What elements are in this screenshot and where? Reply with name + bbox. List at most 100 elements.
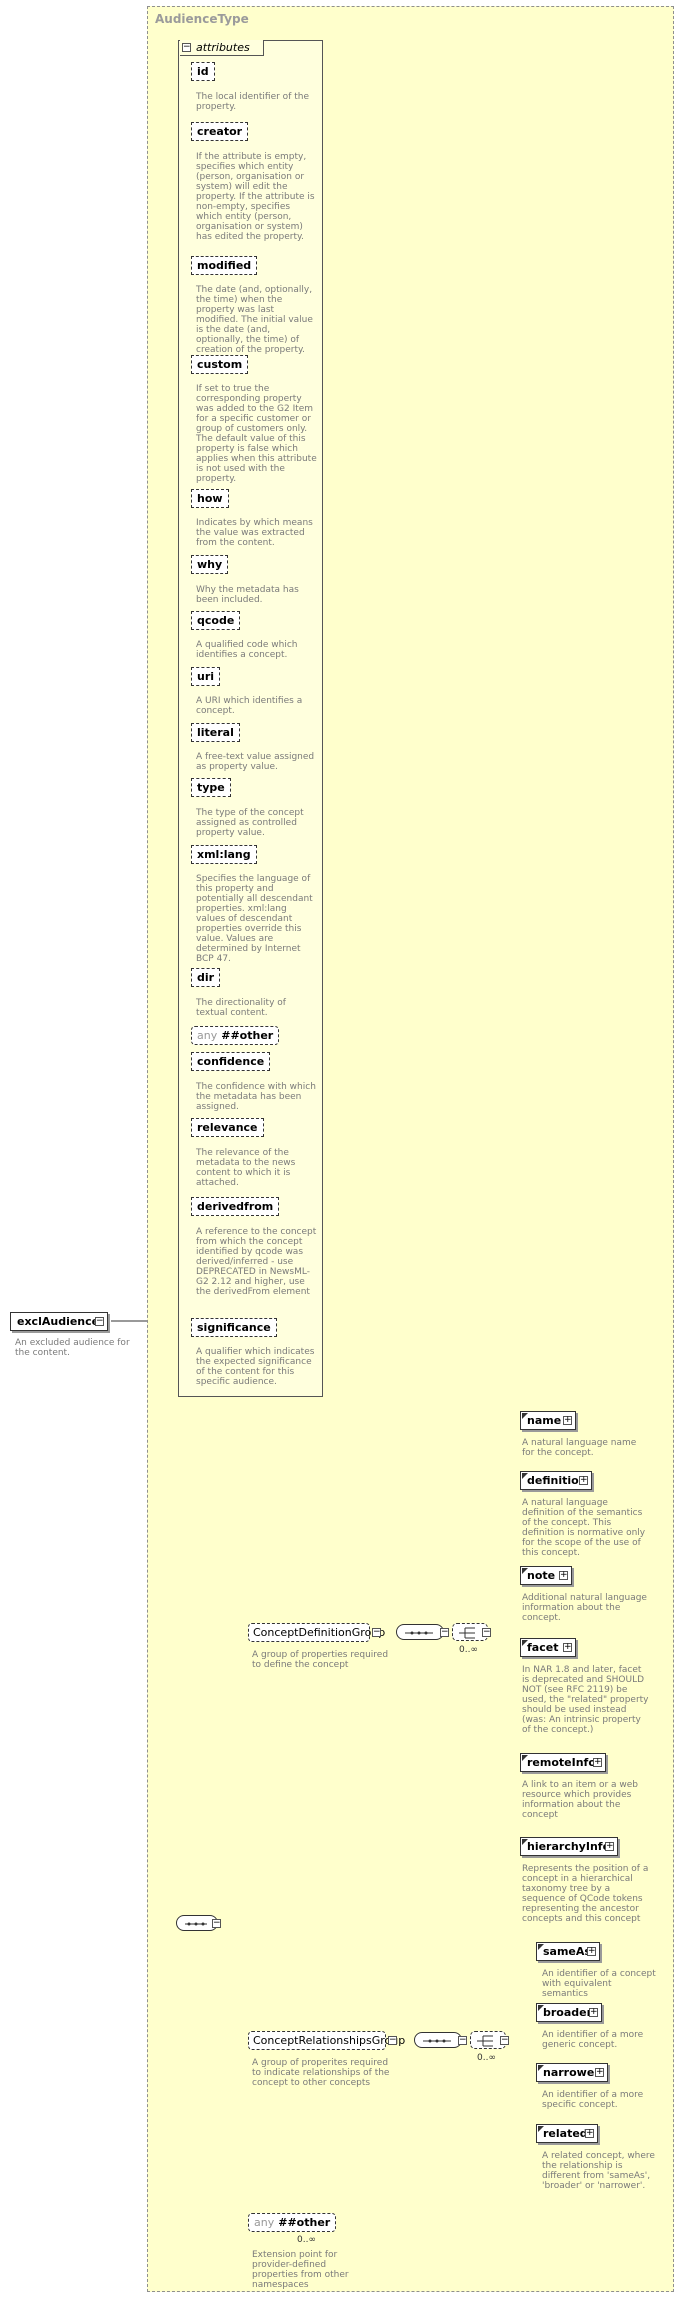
expand-icon[interactable]: + (563, 1642, 572, 1652)
definition-sequence-compositor[interactable] (396, 1624, 444, 1640)
element-box[interactable]: name+ (520, 1411, 576, 1430)
attribute-description: The confidence with which the metadata h… (196, 1082, 316, 1112)
attribute-name: qcode (197, 614, 235, 627)
concept-relationships-group-description: A group of properites required to indica… (252, 2058, 390, 2088)
attribute-box[interactable]: significance (191, 1318, 277, 1337)
attribute-name: derivedfrom (197, 1200, 274, 1213)
choice-expand-icon[interactable]: − (500, 2035, 509, 2045)
attribute-box[interactable]: custom (191, 355, 249, 374)
attribute-name: how (197, 492, 223, 505)
expand-icon[interactable]: − (372, 1627, 381, 1637)
element-description: A related concept, where the relationshi… (542, 2151, 655, 2191)
element-box[interactable]: note+ (520, 1566, 572, 1585)
attribute-box[interactable]: how (191, 489, 229, 508)
any-namespace: ##other (221, 1029, 274, 1042)
attribute-name: uri (197, 670, 215, 683)
element-name: note (527, 1569, 556, 1582)
attribute-description: A qualified code which identifies a conc… (196, 640, 298, 660)
attribute-box[interactable]: xml:lang (191, 845, 257, 864)
sequence-expand-icon[interactable]: − (212, 1918, 221, 1928)
attribute-description: A qualifier which indicates the expected… (196, 1347, 315, 1387)
any-other-occurs: 0..∞ (297, 2235, 316, 2245)
choice-expand-icon[interactable]: − (482, 1627, 491, 1637)
element-box[interactable]: facet+ (520, 1638, 576, 1657)
attribute-box[interactable]: qcode (191, 611, 241, 630)
concept-relationships-group-name: ConceptRelationshipsGroup (253, 2034, 406, 2047)
choice-icon (459, 1627, 475, 1639)
element-box[interactable]: definition+ (520, 1471, 592, 1490)
any-other-box[interactable]: any##other (248, 2213, 337, 2232)
attribute-name: custom (197, 358, 243, 371)
expand-icon[interactable]: + (579, 1475, 588, 1485)
element-reference-icon (522, 1413, 528, 1419)
concept-definition-group-box[interactable]: ConceptDefinitionGroup − (248, 1623, 385, 1642)
element-box[interactable]: narrower+ (536, 2063, 608, 2082)
attribute-box[interactable]: dir (191, 968, 221, 987)
root-element-box[interactable]: exclAudience − (10, 1312, 108, 1331)
attribute-name: why (197, 558, 223, 571)
element-box[interactable]: hierarchyInfo+ (520, 1837, 618, 1856)
attribute-box[interactable]: confidence (191, 1052, 271, 1071)
element-name: related (543, 2127, 588, 2140)
root-element-name: exclAudience (17, 1315, 100, 1328)
attribute-name: modified (197, 259, 252, 272)
attribute-description: A free-text value assigned as property v… (196, 752, 315, 772)
any-keyword: any (197, 1029, 218, 1042)
relationships-choice-compositor[interactable] (470, 2031, 506, 2049)
attribute-box[interactable]: derivedfrom (191, 1197, 280, 1216)
sequence-expand-icon[interactable]: − (440, 1627, 449, 1637)
element-reference-icon (522, 1640, 528, 1646)
element-name: remoteInfo (527, 1756, 596, 1769)
expand-icon[interactable]: + (585, 2128, 594, 2138)
any-namespace: ##other (278, 2216, 331, 2229)
attribute-box[interactable]: id (191, 62, 215, 81)
expand-icon[interactable]: + (605, 1841, 614, 1851)
attribute-description: The relevance of the metadata to the new… (196, 1148, 296, 1188)
attribute-box[interactable]: creator (191, 122, 249, 141)
expand-icon[interactable]: + (563, 1415, 572, 1425)
expand-icon[interactable]: + (589, 2007, 598, 2017)
attribute-description: The directionality of textual content. (196, 998, 286, 1018)
expand-icon[interactable]: + (559, 1570, 568, 1580)
attribute-box[interactable]: relevance (191, 1118, 264, 1137)
element-name: name (527, 1414, 562, 1427)
expand-icon[interactable]: + (593, 1757, 602, 1767)
relationships-sequence-compositor[interactable] (414, 2032, 462, 2048)
element-description: Additional natural language information … (522, 1593, 647, 1623)
concept-relationships-group-box[interactable]: ConceptRelationshipsGroup − (248, 2031, 405, 2050)
sequence-expand-icon[interactable]: − (458, 2035, 467, 2045)
attribute-any-other[interactable]: any##other (191, 1026, 280, 1045)
expand-icon[interactable]: − (95, 1316, 104, 1326)
element-description: An identifier of a more generic concept. (542, 2030, 644, 2050)
collapse-icon[interactable]: − (182, 42, 191, 52)
attribute-box[interactable]: why (191, 555, 229, 574)
attributes-header (180, 40, 264, 56)
concept-definition-group-description: A group of properties required to define… (252, 1650, 389, 1670)
attribute-box[interactable]: uri (191, 667, 221, 686)
element-name: broader (543, 2006, 593, 2019)
expand-icon[interactable]: − (388, 2035, 397, 2045)
sequence-icon (405, 1631, 433, 1635)
element-description: Represents the position of a concept in … (522, 1864, 649, 1924)
attribute-name: dir (197, 971, 215, 984)
attribute-box[interactable]: literal (191, 723, 240, 742)
sequence-compositor[interactable] (176, 1915, 218, 1931)
element-box[interactable]: remoteInfo+ (520, 1753, 606, 1772)
choice-icon (477, 2035, 493, 2047)
element-box[interactable]: sameAs+ (536, 1942, 600, 1961)
attribute-box[interactable]: modified (191, 256, 258, 275)
attribute-description: The local identifier of the property. (196, 92, 309, 112)
relationships-occurs: 0..∞ (477, 2053, 496, 2063)
root-element-description: An excluded audience for the content. (15, 1338, 130, 1358)
attributes-label: attributes (196, 41, 250, 54)
attribute-name: significance (197, 1321, 271, 1334)
element-box[interactable]: related+ (536, 2124, 598, 2143)
element-name: definition (527, 1474, 587, 1487)
expand-icon[interactable]: + (595, 2067, 604, 2077)
element-reference-icon (522, 1755, 528, 1761)
element-name: narrower (543, 2066, 600, 2079)
attribute-box[interactable]: type (191, 778, 231, 797)
element-box[interactable]: broader+ (536, 2003, 602, 2022)
attribute-description: If set to true the corresponding propert… (196, 384, 317, 484)
expand-icon[interactable]: + (587, 1946, 596, 1956)
